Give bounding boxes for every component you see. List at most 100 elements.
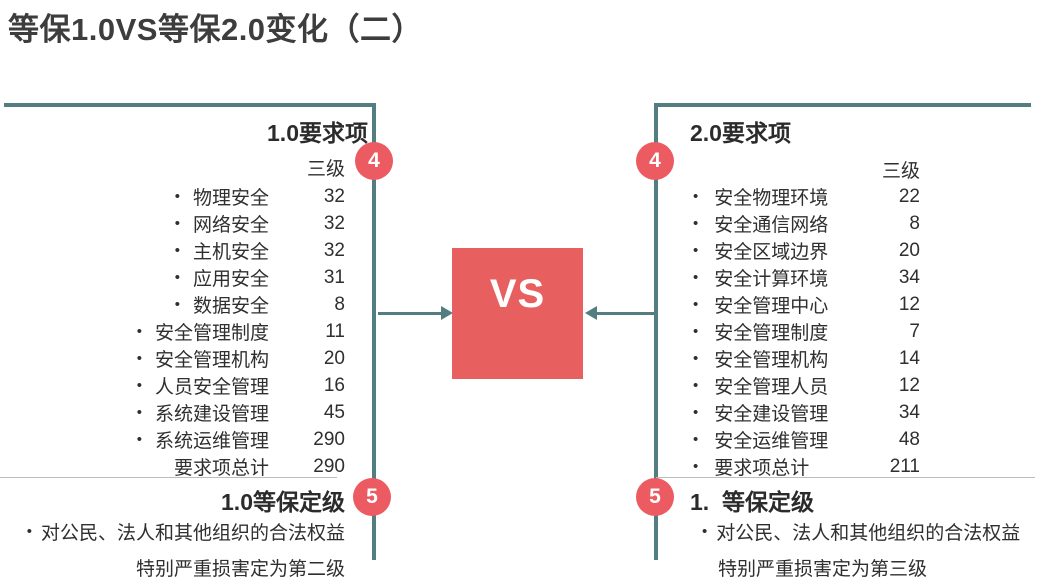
item-label: 安全通信网络 [714, 215, 829, 236]
item-value: 45 [323, 401, 345, 423]
badge-4-right: 4 [636, 142, 674, 180]
badge-5-left: 5 [353, 478, 391, 516]
bullet-icon: • [174, 269, 180, 286]
badge-4-left-number: 4 [368, 149, 380, 172]
right-rating-line2: 特别严重损害定为第三级 [718, 559, 928, 580]
item-value: 48 [898, 428, 920, 450]
bullet-icon: • [693, 269, 699, 286]
bullet-icon: • [693, 350, 699, 367]
right-panel-header: 2.0要求项 [690, 120, 791, 146]
item-label: 物理安全 [192, 188, 269, 209]
list-item: • 安全管理机构 14 [693, 345, 920, 372]
item-value: 20 [323, 347, 345, 369]
badge-4-left: 4 [355, 142, 393, 180]
item-value: 211 [889, 455, 920, 477]
left-arrow-line [378, 312, 442, 315]
item-value: 7 [909, 320, 920, 342]
item-value: 12 [898, 374, 920, 396]
left-panel-top-border [4, 103, 376, 107]
left-level-header: 三级 [306, 159, 345, 180]
item-value: 20 [898, 239, 920, 261]
list-item: • 安全管理机构 20 [0, 345, 345, 372]
right-rating-line1-text: 对公民、法人和其他组织的合法权益 [716, 523, 1021, 544]
right-divider [656, 477, 1035, 478]
item-label: 安全建设管理 [714, 404, 829, 425]
item-label: 安全管理机构 [714, 350, 829, 371]
item-label: 安全管理人员 [714, 377, 829, 398]
badge-5-right: 5 [636, 478, 674, 516]
item-value: 31 [323, 266, 345, 288]
item-value: 16 [323, 374, 345, 396]
bullet-icon: • [693, 404, 699, 421]
item-value: 290 [313, 455, 345, 477]
item-label: 系统建设管理 [154, 404, 269, 425]
bullet-icon: • [693, 323, 699, 340]
bullet-icon: • [693, 188, 699, 205]
bullet-icon: • [136, 431, 142, 448]
item-label: 安全管理制度 [714, 323, 829, 344]
item-label: 数据安全 [192, 296, 269, 317]
bullet-icon: • [693, 242, 699, 259]
bullet-icon: • [693, 458, 699, 475]
left-divider [0, 477, 337, 478]
left-rating-line1-text: 对公民、法人和其他组织的合法权益 [40, 523, 345, 544]
page-title: 等保1.0VS等保2.0变化（二） [8, 12, 424, 47]
item-label: 安全管理中心 [714, 296, 829, 317]
bullet-icon: • [174, 188, 180, 205]
bullet-icon: • [693, 431, 699, 448]
bullet-icon: • [174, 242, 180, 259]
list-item: • 安全建设管理 34 [693, 399, 920, 426]
list-item: • 安全管理制度 7 [693, 318, 920, 345]
item-value: 14 [898, 347, 920, 369]
bullet-icon: • [693, 215, 699, 232]
item-value: 34 [898, 401, 920, 423]
item-label: 安全管理机构 [154, 350, 269, 371]
left-rating-line1: • 对公民、法人和其他组织的合法权益 [0, 518, 345, 545]
left-rating-header: 1.0等保定级 [221, 489, 345, 515]
left-panel-header: 1.0要求项 [267, 120, 368, 146]
bullet-icon: • [702, 523, 708, 540]
item-value: 8 [909, 212, 920, 234]
item-label: 安全运维管理 [714, 431, 829, 452]
item-label: 安全区域边界 [714, 242, 829, 263]
item-value: 11 [325, 320, 345, 342]
bullet-icon: • [693, 377, 699, 394]
right-panel-left-border [654, 103, 658, 560]
vs-box: VS [452, 248, 583, 379]
bullet-icon: • [136, 350, 142, 367]
item-label: 系统运维管理 [154, 431, 269, 452]
item-label: 网络安全 [192, 215, 269, 236]
left-rating-line2: 特别严重损害定为第二级 [135, 559, 345, 580]
list-item: • 网络安全 32 [0, 210, 345, 237]
item-value: 290 [313, 428, 345, 450]
bullet-icon: • [693, 296, 699, 313]
item-value: 22 [898, 185, 920, 207]
list-item: • 安全管理人员 12 [693, 372, 920, 399]
left-panel-right-border [372, 103, 376, 560]
badge-4-right-number: 4 [649, 149, 661, 172]
bullet-icon: • [174, 296, 180, 313]
bullet-icon: • [26, 523, 32, 540]
right-level-header: 三级 [881, 161, 920, 182]
bullet-icon: • [174, 215, 180, 232]
vs-label: VS [489, 272, 546, 316]
right-arrow-head-icon [585, 306, 597, 320]
item-label: 主机安全 [192, 242, 269, 263]
right-rating-line1: • 对公民、法人和其他组织的合法权益 [702, 518, 1042, 545]
item-value: 32 [323, 212, 345, 234]
item-value: 34 [898, 266, 920, 288]
list-item: • 安全运维管理 48 [693, 426, 920, 453]
